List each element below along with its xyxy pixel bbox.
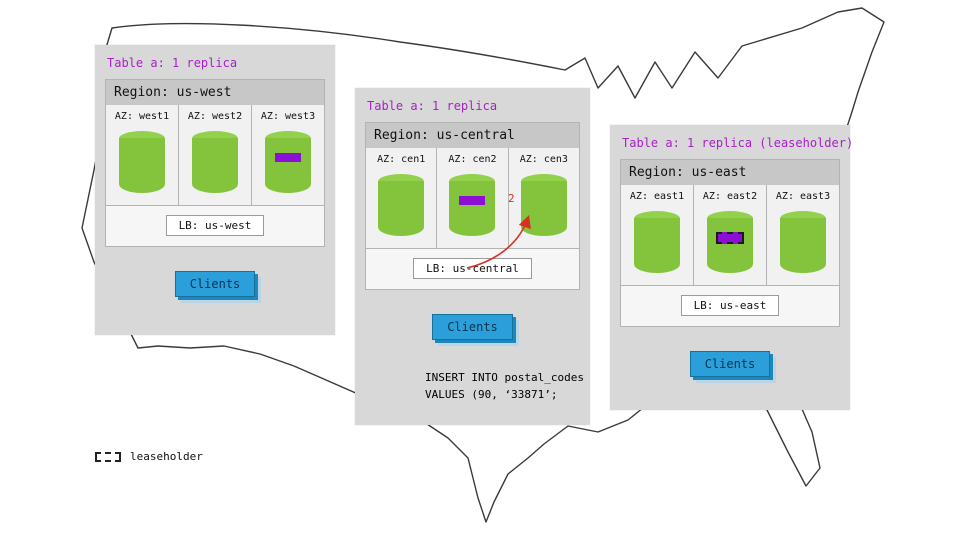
region-panel-us-west: Table a: 1 replica Region: us-west AZ: w… — [95, 45, 335, 335]
az-cell-west1: AZ: west1 — [106, 105, 179, 205]
az-cell-west3: AZ: west3 — [252, 105, 324, 205]
cylinder-body — [265, 138, 311, 193]
cylinder-body — [119, 138, 165, 193]
az-label: AZ: east1 — [629, 191, 685, 202]
replica-chip — [275, 153, 301, 162]
clients-button: Clients — [174, 271, 256, 297]
database-cylinder-icon — [119, 131, 165, 193]
database-cylinder-icon — [265, 131, 311, 193]
legend-label: leaseholder — [130, 450, 203, 463]
az-cell-east3: AZ: east3 — [767, 185, 839, 285]
az-label: AZ: east2 — [702, 191, 758, 202]
region-panel-us-central: Table a: 1 replica Region: us-central AZ… — [355, 88, 590, 425]
database-cylinder-icon — [520, 174, 567, 236]
region-title: Region: us-east — [621, 160, 839, 185]
sql-line-2: VALUES (90, ‘33871’; — [425, 387, 558, 401]
clients-button: Clients — [432, 314, 513, 340]
clients-row: Clients — [95, 271, 335, 297]
sql-statement: INSERT INTO postal_codes VALUES (90, ‘33… — [425, 370, 590, 403]
database-cylinder-icon — [449, 174, 496, 236]
database-cylinder-icon — [634, 211, 680, 273]
table-replica-header: Table a: 1 replica — [107, 56, 238, 70]
region-title: Region: us-west — [106, 80, 324, 105]
az-cell-cen1: AZ: cen1 — [366, 148, 438, 248]
az-cell-west2: AZ: west2 — [179, 105, 252, 205]
cylinder-body — [378, 181, 425, 236]
az-label: AZ: cen1 — [377, 154, 426, 165]
arrow-step-label: 2 — [508, 192, 515, 205]
load-balancer-us-central: LB: us-central — [413, 258, 532, 279]
region-box: Region: us-west AZ: west1 AZ: west2 — [105, 79, 325, 247]
cylinder-body — [780, 218, 826, 273]
az-label: AZ: west1 — [114, 111, 170, 122]
table-replica-header: Table a: 1 replica — [367, 99, 498, 113]
az-label: AZ: west2 — [187, 111, 243, 122]
az-cell-cen2: AZ: cen2 — [437, 148, 509, 248]
database-cylinder-icon — [378, 174, 425, 236]
sql-line-1: INSERT INTO postal_codes — [425, 371, 584, 384]
lb-row: LB: us-east — [621, 285, 839, 326]
cylinder-body — [520, 181, 567, 236]
az-label: AZ: west3 — [260, 111, 316, 122]
replica-chip — [459, 196, 486, 205]
az-cell-east2: AZ: east2 — [694, 185, 767, 285]
az-row: AZ: east1 AZ: east2 AZ — [621, 185, 839, 285]
leaseholder-replica-chip — [716, 232, 744, 244]
load-balancer-us-west: LB: us-west — [165, 215, 265, 236]
az-row: AZ: cen1 AZ: cen2 AZ: — [366, 148, 579, 248]
clients-row: Clients — [355, 314, 590, 340]
load-balancer-us-east: LB: us-east — [680, 295, 780, 316]
az-label: AZ: cen2 — [448, 154, 497, 165]
lb-row: LB: us-west — [106, 205, 324, 246]
cylinder-body — [707, 218, 753, 273]
az-cell-east1: AZ: east1 — [621, 185, 694, 285]
database-cylinder-icon — [707, 211, 753, 273]
region-box: Region: us-east AZ: east1 AZ: east2 — [620, 159, 840, 327]
cylinder-body — [192, 138, 238, 193]
clients-row: Clients — [610, 351, 850, 377]
database-cylinder-icon — [192, 131, 238, 193]
clients-button: Clients — [689, 351, 771, 377]
cylinder-body — [634, 218, 680, 273]
region-panel-us-east: Table a: 1 replica (leaseholder) Region:… — [610, 125, 854, 410]
region-title: Region: us-central — [366, 123, 579, 148]
lb-row: LB: us-central — [366, 248, 579, 289]
table-replica-header: Table a: 1 replica (leaseholder) — [622, 136, 854, 150]
az-label: AZ: cen3 — [519, 154, 568, 165]
cylinder-body — [449, 181, 496, 236]
region-box: Region: us-central AZ: cen1 AZ: cen2 — [365, 122, 580, 290]
legend: leaseholder — [95, 450, 203, 463]
az-row: AZ: west1 AZ: west2 AZ — [106, 105, 324, 205]
leaseholder-swatch-icon — [95, 451, 121, 462]
database-cylinder-icon — [780, 211, 826, 273]
az-label: AZ: east3 — [775, 191, 831, 202]
az-cell-cen3: AZ: cen3 — [509, 148, 579, 248]
